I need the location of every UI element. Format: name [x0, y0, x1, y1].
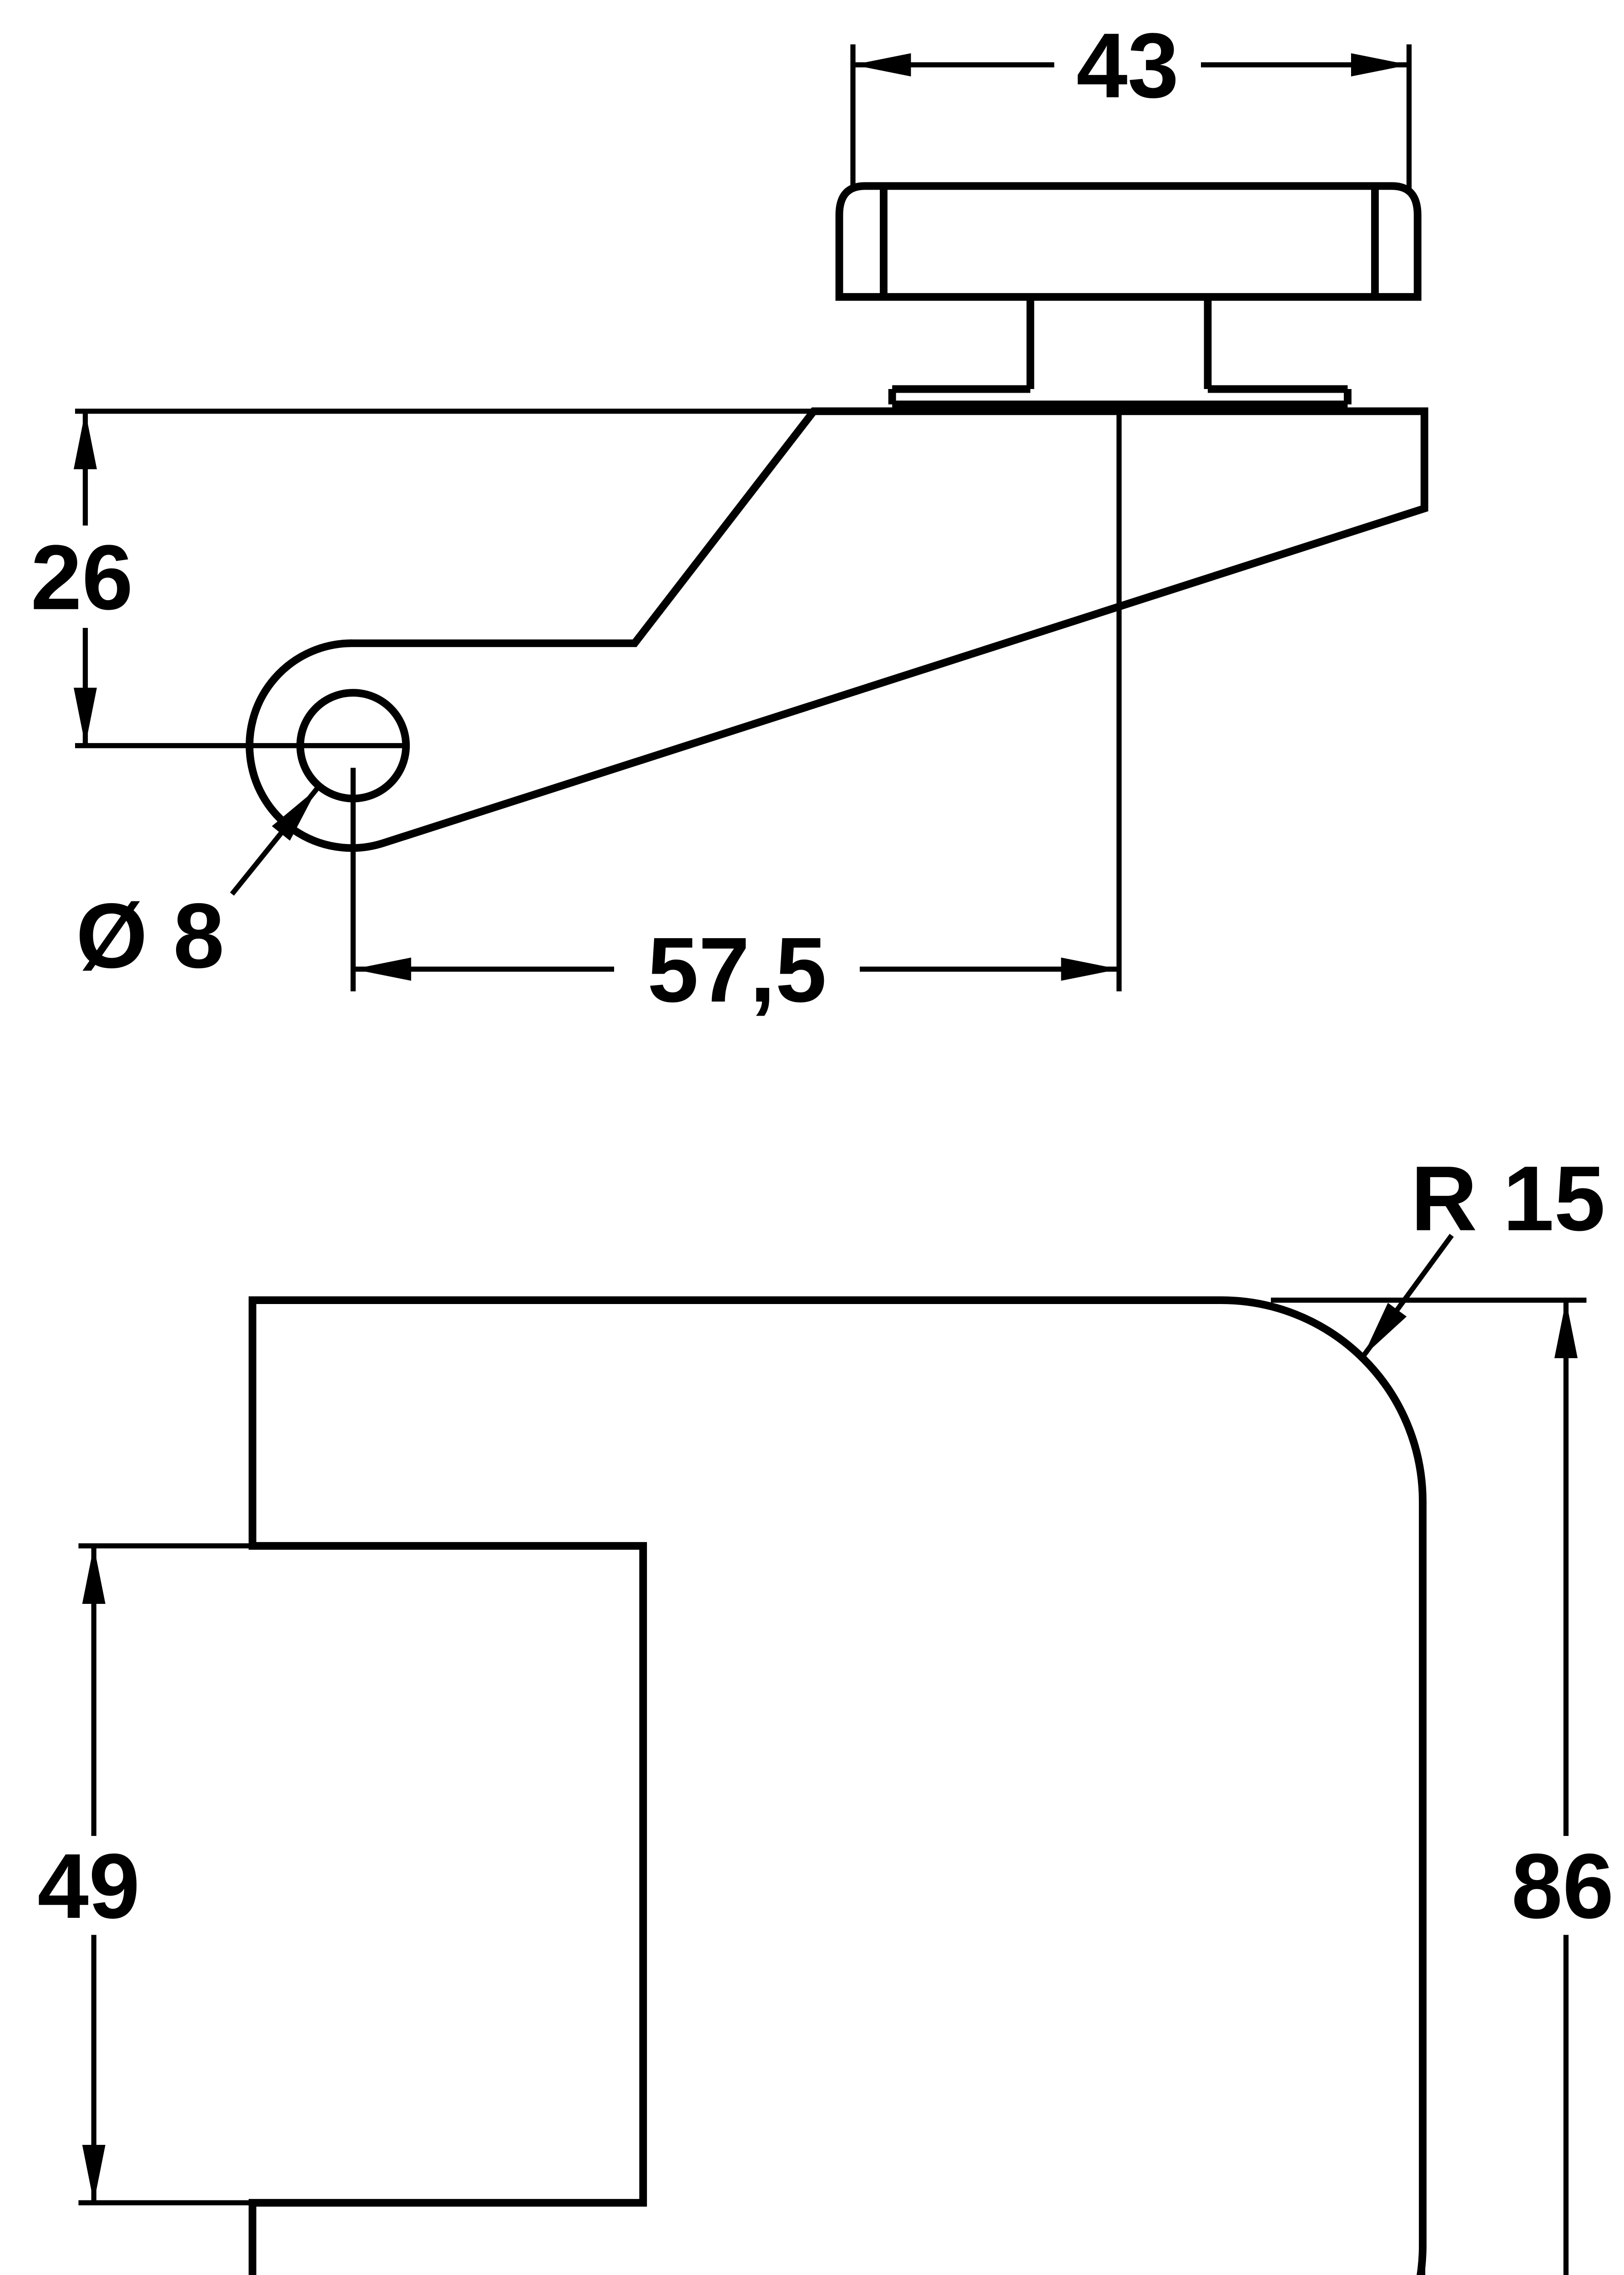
dim-overall-width: 87: [1420, 2262, 1426, 2275]
side-view-outline: [246, 182, 1428, 852]
front-view-outline: [248, 1296, 1427, 2275]
dim-pivot-height: 26: [30, 409, 814, 748]
dim-pivot-height-label: 26: [30, 526, 133, 629]
dim-slot-height: 49: [37, 1543, 252, 2205]
dim-corner-radius-leader: [1361, 1234, 1454, 1358]
dim-overall-height-label: 86: [1511, 1835, 1614, 1937]
bracket-body-outline: [246, 407, 1428, 852]
dim-knob-width: 43: [850, 14, 1412, 191]
dim-hole-to-stem: 57,5: [350, 411, 1122, 1021]
dim-slot-height-label: 49: [37, 1835, 140, 1937]
side-view: 43 26 Ø 8 57,5: [30, 14, 1428, 1021]
dim-corner-radius: R 15: [1361, 1147, 1605, 1358]
front-view: R 15 49 86: [37, 1147, 1614, 2275]
dim-overall-height: 86: [1271, 1297, 1614, 2275]
knob-outline: [835, 182, 1422, 301]
dim-hole-diameter-label: Ø 8: [76, 884, 224, 987]
dim-knob-width-label: 43: [1076, 14, 1179, 117]
front-view-dimensions: R 15 49 86: [37, 1147, 1614, 2275]
side-view-dimensions: 43 26 Ø 8 57,5: [30, 14, 1412, 1021]
clamp-body-outline: [248, 1296, 1427, 2275]
dim-hole-to-stem-label: 57,5: [647, 918, 827, 1021]
dim-hole-diameter-leader: [230, 786, 319, 896]
dim-hole-diameter: Ø 8: [76, 786, 319, 987]
dim-corner-radius-label: R 15: [1411, 1147, 1605, 1250]
